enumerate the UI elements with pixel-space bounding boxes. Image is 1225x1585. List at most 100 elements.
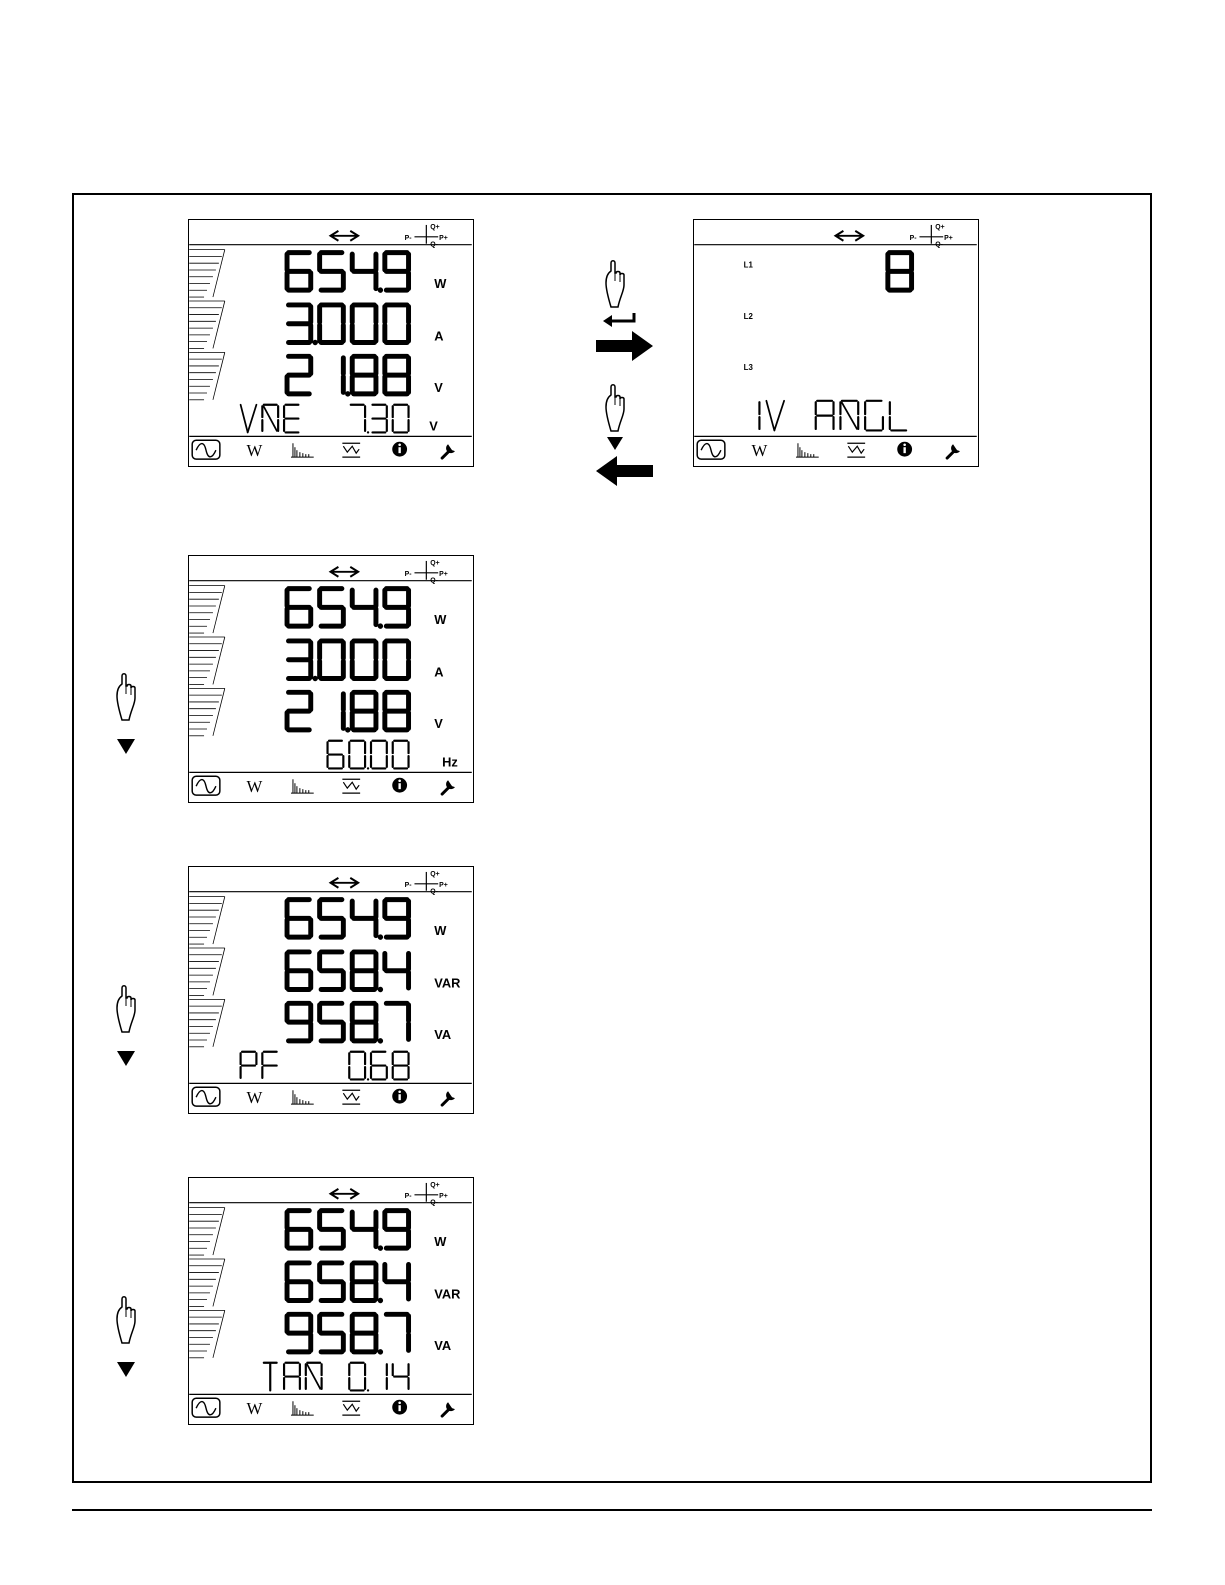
lcd-digit-0 <box>320 641 344 679</box>
info-icon[interactable] <box>392 442 407 457</box>
min-max-icon[interactable] <box>342 1401 360 1415</box>
lcd-digit-6 <box>371 1052 387 1080</box>
double-arrow-icon <box>331 231 359 241</box>
sine-wave-icon[interactable] <box>192 776 220 795</box>
lcd-digit-5 <box>320 589 344 627</box>
unit-label: A <box>434 665 443 680</box>
wrench-icon[interactable] <box>442 1402 455 1416</box>
lcd-digit-8 <box>352 1314 376 1352</box>
reading-row-4 <box>241 1052 409 1081</box>
info-icon[interactable] <box>392 778 407 793</box>
harmonics-icon[interactable] <box>796 443 819 457</box>
phase-label: L1 <box>744 260 754 269</box>
enter-key-icon <box>602 312 638 328</box>
lcd-screen-frequency: Q+P-P+Q-WWAVHz <box>188 555 474 803</box>
reading-row-3 <box>287 692 409 732</box>
decimal-point <box>378 287 383 292</box>
quadrant-label: Q+ <box>430 1182 439 1189</box>
bar-graph <box>189 586 225 736</box>
power-w-icon[interactable]: W <box>247 777 263 796</box>
quadrant-label: P- <box>405 571 413 578</box>
harmonics-icon[interactable] <box>291 443 314 457</box>
wrench-icon[interactable] <box>442 444 455 458</box>
lcd-digit-9 <box>385 900 409 938</box>
sine-wave-icon[interactable] <box>192 1087 220 1106</box>
lcd-digit-0 <box>393 741 409 769</box>
lcd-digit-G <box>865 401 883 431</box>
hand-press-icon <box>113 984 139 1036</box>
quadrant-label: Q- <box>430 1200 438 1207</box>
lcd-digit-6 <box>328 741 344 769</box>
lcd-digit-0 <box>352 641 376 679</box>
unit-label: V <box>429 418 438 433</box>
reading-row-2 <box>287 1263 409 1303</box>
lcd-digit-4 <box>393 1364 409 1389</box>
lcd-digit-L <box>890 402 906 430</box>
lcd-digit-E <box>284 405 298 433</box>
min-max-icon[interactable] <box>847 443 865 457</box>
double-arrow-icon <box>331 567 359 577</box>
bar-graph <box>189 1208 225 1358</box>
min-max-icon[interactable] <box>342 1090 360 1104</box>
info-icon[interactable] <box>392 1400 407 1415</box>
lcd-digit-0 <box>371 741 387 769</box>
reading-row-2 <box>287 952 409 992</box>
sine-wave-icon[interactable] <box>697 440 725 459</box>
info-icon[interactable] <box>897 442 912 457</box>
harmonics-icon[interactable] <box>291 779 314 793</box>
reading-row-3 <box>287 1003 409 1043</box>
power-w-icon[interactable]: W <box>247 1088 263 1107</box>
lcd-digit-5 <box>320 1003 344 1041</box>
decimal-point <box>378 1245 383 1250</box>
lcd-digit-8 <box>393 1052 409 1080</box>
quadrant-label: P- <box>910 235 918 242</box>
lcd-digit-6 <box>287 253 311 291</box>
unit-label: Hz <box>442 754 458 769</box>
reading-row-2 <box>289 305 409 345</box>
power-w-icon[interactable]: W <box>752 441 768 460</box>
lcd-digit-5 <box>320 253 344 291</box>
sine-wave-icon[interactable] <box>192 440 220 459</box>
lcd-digit-0 <box>385 305 409 343</box>
lcd-digit-8 <box>888 253 912 291</box>
lcd-digit-2 <box>287 356 311 394</box>
sine-wave-icon[interactable] <box>192 1398 220 1417</box>
decimal-point <box>367 431 369 433</box>
quadrant-label: Q+ <box>430 560 439 567</box>
reading-row-3 <box>287 356 409 396</box>
lcd-digit-N <box>262 405 278 432</box>
bar-graph <box>189 250 225 400</box>
decimal-point <box>378 1038 383 1043</box>
quadrant-label: P- <box>405 1193 413 1200</box>
wrench-icon[interactable] <box>947 444 960 458</box>
harmonics-icon[interactable] <box>291 1090 314 1104</box>
lcd-digit-F <box>262 1052 276 1078</box>
lcd-screen-tangent: Q+P-P+Q-WWVARVA <box>188 1177 474 1425</box>
reading-row-4 <box>241 405 409 434</box>
harmonics-icon[interactable] <box>291 1401 314 1415</box>
decimal-point <box>378 987 383 992</box>
lcd-digit-8 <box>352 1263 376 1301</box>
phase-label: L2 <box>744 312 754 321</box>
lcd-digit-8 <box>385 356 409 394</box>
lcd-digit-0 <box>352 305 376 343</box>
power-w-icon[interactable]: W <box>247 441 263 460</box>
min-max-icon[interactable] <box>342 443 360 457</box>
min-max-icon[interactable] <box>342 779 360 793</box>
quadrant-label: Q- <box>430 889 438 896</box>
unit-label: W <box>434 1234 447 1249</box>
lcd-digit-8 <box>352 952 376 990</box>
unit-label: VAR <box>434 976 460 991</box>
lcd-digit-4 <box>352 901 376 936</box>
power-w-icon[interactable]: W <box>247 1399 263 1418</box>
wrench-icon[interactable] <box>442 1091 455 1105</box>
info-icon[interactable] <box>392 1089 407 1104</box>
decimal-point <box>378 1298 383 1303</box>
wrench-icon[interactable] <box>442 780 455 794</box>
unit-label: V <box>434 380 443 395</box>
down-triangle-icon <box>117 739 135 755</box>
lcd-digit-5 <box>320 952 344 990</box>
lcd-digit-0 <box>349 741 365 769</box>
lcd-digit-8 <box>352 356 376 394</box>
